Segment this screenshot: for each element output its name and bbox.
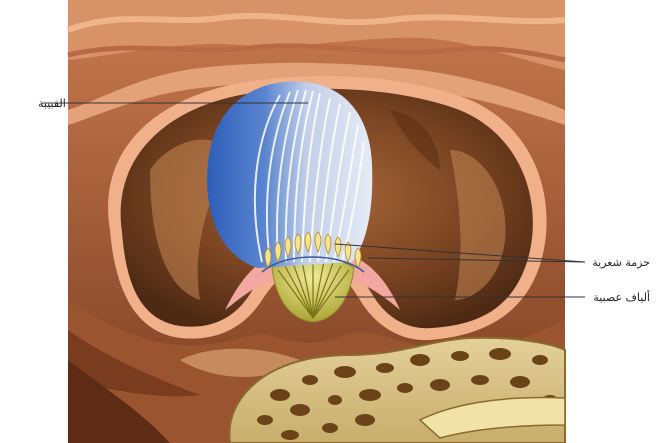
label-hair-bundle: حزمة شعرية	[592, 256, 650, 269]
label-nerve-fibers: ألياف عصبية	[593, 290, 650, 304]
label-cupula: القبيبة	[38, 97, 66, 110]
